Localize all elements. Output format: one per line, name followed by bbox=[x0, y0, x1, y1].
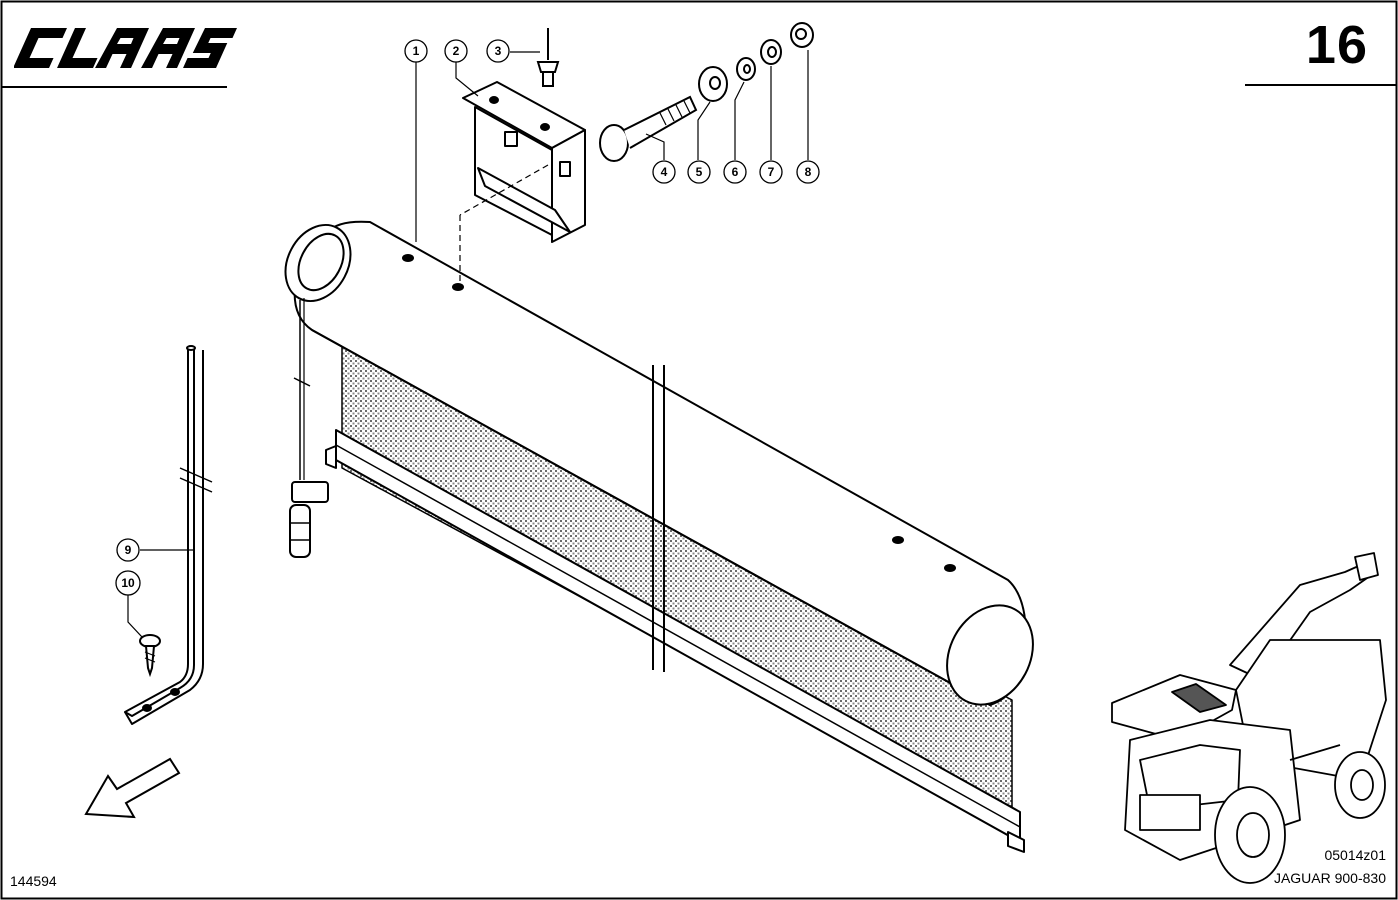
forage-harvester-icon bbox=[1111, 552, 1387, 884]
tapping-screw bbox=[139, 634, 161, 678]
leader-lines bbox=[127, 50, 809, 638]
brand-logo bbox=[13, 24, 238, 72]
right-end-cap bbox=[946, 604, 1034, 706]
svg-text:9: 9 bbox=[125, 543, 132, 557]
drawing-number: 144594 bbox=[10, 873, 57, 889]
callout-10: 10 bbox=[115, 570, 141, 596]
callout-1: 1 bbox=[404, 39, 428, 63]
rivet bbox=[536, 28, 560, 87]
callout-8: 8 bbox=[796, 160, 820, 184]
callout-9: 9 bbox=[116, 538, 140, 562]
svg-text:5: 5 bbox=[696, 165, 703, 179]
roller-blind-assembly bbox=[284, 220, 1034, 853]
image-code: 05014z01 bbox=[1324, 847, 1386, 863]
cord-clip bbox=[291, 481, 329, 503]
svg-text:3: 3 bbox=[495, 44, 502, 58]
svg-text:8: 8 bbox=[805, 165, 812, 179]
callout-7: 7 bbox=[759, 160, 783, 184]
mounting-bracket bbox=[459, 81, 586, 282]
callout-4: 4 bbox=[652, 160, 676, 184]
svg-text:4: 4 bbox=[661, 165, 668, 179]
svg-text:7: 7 bbox=[768, 165, 775, 179]
callout-3: 3 bbox=[486, 39, 510, 63]
model-name: JAGUAR 900-830 bbox=[1273, 870, 1386, 886]
cord-handle bbox=[289, 504, 311, 558]
page-number: 16 bbox=[1305, 15, 1368, 75]
svg-text:2: 2 bbox=[453, 44, 460, 58]
callout-2: 2 bbox=[444, 39, 468, 63]
arrow-icon bbox=[84, 757, 181, 819]
svg-text:10: 10 bbox=[121, 576, 135, 590]
bolt-head bbox=[599, 124, 629, 162]
callout-5: 5 bbox=[687, 160, 711, 184]
svg-text:1: 1 bbox=[413, 44, 420, 58]
support-rod bbox=[124, 345, 213, 725]
callout-6: 6 bbox=[723, 160, 747, 184]
svg-text:6: 6 bbox=[732, 165, 739, 179]
bolt-hardware bbox=[599, 22, 814, 162]
